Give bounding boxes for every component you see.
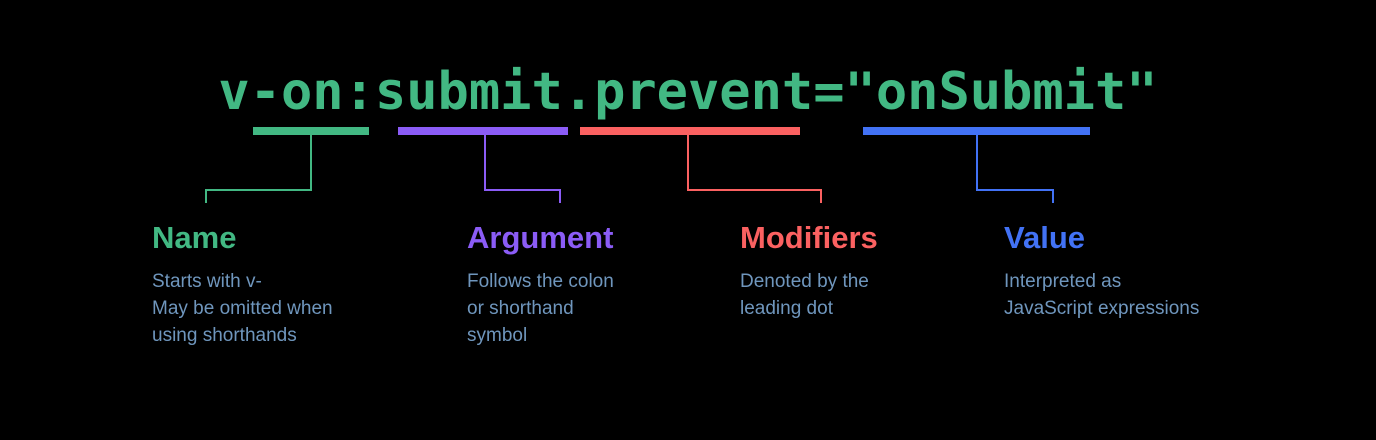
segment-title-name: Name — [152, 220, 237, 255]
segment-label-argument: Argument Follows the colon or shorthand … — [467, 218, 717, 349]
segment-label-name: Name Starts with v- May be omitted when … — [152, 218, 452, 349]
directive-code-string: v-on:submit.prevent="onSubmit" — [218, 62, 1158, 122]
underline-bar-modifiers — [580, 127, 800, 135]
segment-description-argument: Follows the colon or shorthand symbol — [467, 271, 614, 346]
underline-bar-value — [863, 127, 1090, 135]
segment-leader-lines — [205, 135, 1054, 203]
segment-label-modifiers: Modifiers Denoted by the leading dot — [740, 218, 990, 322]
leader-line-modifiers — [687, 135, 822, 203]
segment-description-modifiers: Denoted by the leading dot — [740, 271, 869, 319]
underline-bar-name — [253, 127, 369, 135]
underline-bar-argument — [398, 127, 568, 135]
leader-line-argument — [484, 135, 561, 203]
segment-title-modifiers: Modifiers — [740, 220, 878, 255]
leader-line-name — [205, 135, 312, 203]
segment-title-argument: Argument — [467, 220, 614, 255]
segment-description-value: Interpreted as JavaScript expressions — [1004, 271, 1200, 319]
segment-underline-bars — [253, 127, 1090, 135]
segment-title-value: Value — [1004, 220, 1085, 255]
segment-label-value: Value Interpreted as JavaScript expressi… — [1004, 218, 1324, 322]
segment-description-name: Starts with v- May be omitted when using… — [152, 271, 333, 346]
leader-line-value — [976, 135, 1054, 203]
